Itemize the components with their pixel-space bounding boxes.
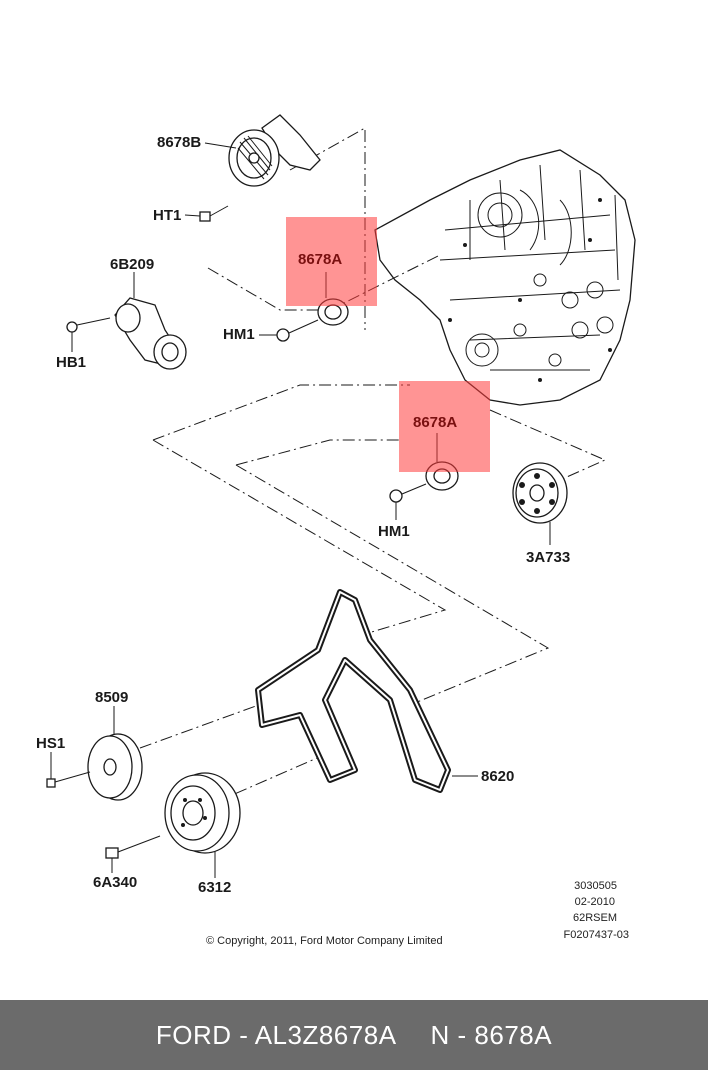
label-8678a-lower[interactable]: 8678A [413, 414, 458, 431]
copyright-text: © Copyright, 2011, Ford Motor Company Li… [206, 935, 443, 947]
hb1-bolt-part [66, 317, 111, 352]
hs1-bolt-part [46, 752, 91, 788]
label-hm1-lower[interactable]: HM1 [378, 523, 410, 540]
label-3a733[interactable]: 3A733 [526, 549, 571, 566]
ht1-bolt-part [184, 205, 229, 222]
label-8678b[interactable]: 8678B [157, 134, 202, 151]
label-8678a-upper[interactable]: 8678A [298, 251, 343, 268]
bolt-6a340-part [105, 835, 161, 873]
highlight-box-upper [286, 217, 377, 306]
label-6a340[interactable]: 6A340 [93, 874, 138, 891]
tensioner-6b209-part [114, 272, 187, 370]
damper-6312-part [164, 772, 241, 878]
label-6312[interactable]: 6312 [198, 879, 232, 896]
label-ht1[interactable]: HT1 [153, 207, 182, 224]
footer-text: FORD - AL3Z8678A N - 8678A [0, 1000, 708, 1070]
hm1-lower-bolt-part [389, 483, 427, 520]
pulley-8509-part [87, 706, 143, 801]
label-hb1[interactable]: HB1 [56, 354, 87, 371]
label-hm1-upper[interactable]: HM1 [223, 326, 255, 343]
meta-line-4: F0207437-03 [563, 929, 629, 941]
label-6b209[interactable]: 6B209 [110, 256, 155, 273]
label-8509[interactable]: 8509 [95, 689, 129, 706]
footer-bar: FORD - AL3Z8678A N - 8678A [0, 1000, 708, 1070]
label-8620[interactable]: 8620 [481, 768, 515, 785]
tensioner-8678b-part [204, 114, 321, 187]
meta-line-1: 3030505 [574, 880, 617, 892]
belt-8620-part [255, 589, 478, 793]
footer-brand-part-number: FORD - AL3Z8678A [155, 1020, 397, 1050]
label-hs1[interactable]: HS1 [36, 735, 66, 752]
meta-line-3: 62RSEM [572, 912, 617, 924]
exploded-parts-diagram: .ln { stroke:#1a1a1a; fill:none; stroke-… [46, 114, 636, 878]
engine-block [374, 149, 636, 406]
meta-line-2: 02-2010 [574, 896, 615, 908]
footer-oem-part-number: N - 8678A [430, 1020, 553, 1050]
highlight-box-lower [399, 381, 490, 472]
pulley-3a733-part [512, 462, 568, 545]
hm1-upper-bolt-part [259, 319, 319, 342]
